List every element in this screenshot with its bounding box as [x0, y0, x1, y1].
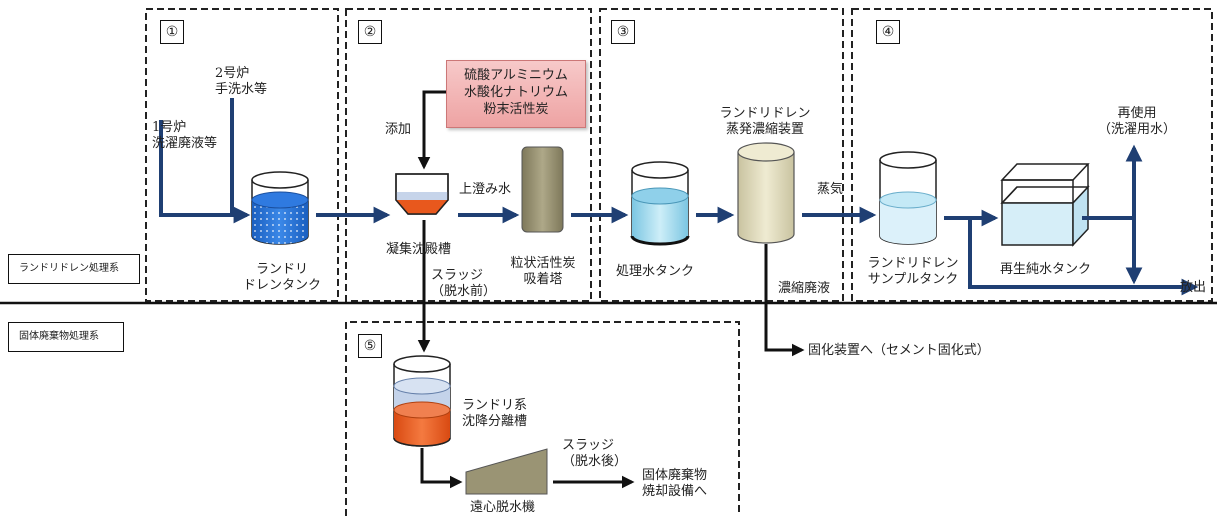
input-unit2: 2号炉手洗水等 — [215, 66, 268, 97]
section-frame-5 — [345, 321, 740, 516]
sedimentation-separator — [393, 355, 451, 447]
label-steam: 蒸気 — [817, 182, 844, 197]
label-to-solidify: 固化装置へ（セメント固化式） — [808, 343, 990, 358]
centrifuge — [465, 448, 548, 495]
system-label-solid: 固体廃棄物処理系 — [8, 322, 124, 352]
chemical-3: 粉末活性炭 — [483, 102, 549, 117]
flow-discharge — [968, 218, 1199, 296]
label-laundry-drain-tank: ランドリドレンタンク — [242, 262, 321, 293]
label-treated-tank: 処理水タンク — [616, 264, 695, 279]
section-frame-2 — [345, 8, 592, 302]
carbon-tower — [521, 146, 564, 233]
section-frame-4 — [851, 8, 1213, 302]
section-number-5: ⑤ — [358, 334, 382, 358]
evaporator — [737, 142, 795, 244]
coagulation-tank — [395, 173, 449, 215]
label-reuse: 再使用（洗濯用水） — [1097, 106, 1176, 137]
label-pure-water-tank: 再生純水タンク — [1000, 262, 1092, 277]
label-sample-tank: ランドリドレンサンプルタンク — [867, 256, 959, 287]
section-frame-3 — [599, 8, 844, 302]
label-centrifuge: 遠心脱水機 — [470, 500, 536, 515]
flow-unit1 — [159, 120, 251, 224]
chemical-box: 硫酸アルミニウム 水酸化ナトリウム 粉末活性炭 — [446, 60, 586, 128]
label-evaporator: ランドリドレン蒸発濃縮装置 — [719, 106, 811, 137]
label-discharge: 放出 — [1180, 280, 1207, 295]
chemical-1: 硫酸アルミニウム — [464, 68, 568, 83]
label-carbon-tower: 粒状活性炭吸着塔 — [510, 256, 576, 287]
label-separator: ランドリ系沈降分離槽 — [462, 398, 528, 429]
label-add: 添加 — [385, 122, 412, 137]
laundry-drain-tank — [251, 171, 309, 245]
label-to-incinerator: 固体廃棄物焼却設備へ — [642, 468, 708, 499]
pure-water-tank — [1000, 163, 1090, 247]
section-number-4: ④ — [876, 20, 900, 44]
input-unit1: 1号炉洗濯廃液等 — [152, 120, 218, 151]
section-number-3: ③ — [611, 20, 635, 44]
treated-water-tank — [630, 161, 690, 246]
label-concentrate: 濃縮廃液 — [778, 281, 831, 296]
section-frame-1 — [145, 8, 339, 302]
section-number-1: ① — [160, 20, 184, 44]
sample-tank — [879, 151, 937, 245]
label-coagulation-tank: 凝集沈殿槽 — [386, 242, 452, 257]
chemical-2: 水酸化ナトリウム — [463, 85, 568, 100]
label-sludge-before: スラッジ（脱水前） — [431, 268, 497, 299]
concentrate-line — [764, 244, 805, 357]
separator-to-centrifuge — [420, 448, 463, 489]
label-supernatant: 上澄み水 — [459, 182, 512, 197]
label-sludge-after: スラッジ（脱水後） — [562, 438, 628, 469]
section-number-2: ② — [358, 20, 382, 44]
system-label-laundry: ランドリドレン処理系 — [8, 254, 140, 284]
chemical-add-line — [417, 90, 446, 170]
